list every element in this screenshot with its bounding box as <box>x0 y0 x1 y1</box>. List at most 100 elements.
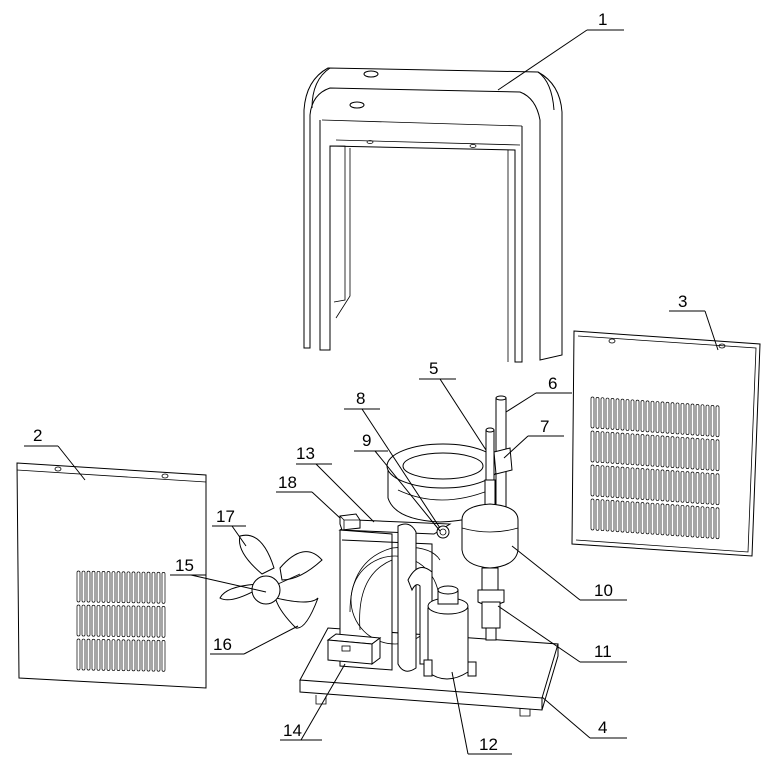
vent-slot <box>111 571 116 603</box>
vent-slot <box>600 499 605 532</box>
vent-slot <box>635 433 640 466</box>
vent-slot <box>600 465 605 498</box>
vent-slot <box>111 639 116 671</box>
vent-slot <box>131 639 136 672</box>
vent-slot <box>675 470 680 503</box>
vent-slot <box>610 398 615 430</box>
vent-slot <box>81 604 86 637</box>
vent-slot <box>685 437 690 469</box>
vent-slot <box>146 605 151 638</box>
left-panel-vent-grille <box>76 570 166 672</box>
vent-slot <box>615 500 620 533</box>
vent-slot <box>695 506 700 538</box>
vent-slot <box>670 436 675 468</box>
vent-slot <box>615 432 620 465</box>
vent-slot <box>655 401 660 433</box>
vent-slot <box>595 499 600 531</box>
vent-slot <box>680 470 685 503</box>
vent-slot <box>670 470 675 502</box>
vent-slot <box>650 468 655 501</box>
vent-slot <box>81 638 86 671</box>
part-pipe-fitting <box>436 525 450 539</box>
part-control-box <box>326 633 382 665</box>
vent-slot <box>81 570 86 603</box>
vent-slot <box>660 503 665 536</box>
vent-slot <box>635 467 640 500</box>
vent-slot <box>151 571 156 604</box>
part-right-side-panel <box>571 330 761 557</box>
vent-slot <box>665 469 670 502</box>
vent-slot <box>705 472 710 505</box>
vent-slot <box>136 639 141 672</box>
vent-slot <box>141 571 146 604</box>
vent-slot <box>86 638 91 671</box>
vent-slot <box>685 471 690 503</box>
label-1: 1 <box>598 10 607 29</box>
vent-slot <box>685 403 690 435</box>
label-5: 5 <box>429 359 438 378</box>
vent-slot <box>615 466 620 499</box>
vent-slot <box>675 402 680 435</box>
vent-slot <box>91 638 96 671</box>
vent-slot <box>625 433 630 465</box>
vent-slot <box>655 503 660 535</box>
vent-slot <box>131 571 136 604</box>
vent-slot <box>146 639 151 672</box>
vent-slot <box>665 503 670 536</box>
vent-slot <box>625 467 630 499</box>
label-4: 4 <box>598 718 607 737</box>
vent-slot <box>116 639 121 671</box>
vent-slot <box>620 500 625 533</box>
vent-slot <box>695 438 700 470</box>
vent-slot <box>131 605 136 638</box>
vent-slot <box>670 402 675 434</box>
vent-slot <box>635 399 640 432</box>
vent-slot <box>660 435 665 468</box>
vent-slot <box>645 400 650 433</box>
vent-slot <box>630 501 635 534</box>
vent-slot <box>680 436 685 469</box>
vent-slot <box>161 640 166 672</box>
vent-slot <box>690 471 695 504</box>
vent-slot <box>96 604 101 637</box>
vent-slot <box>630 433 635 466</box>
vent-slot <box>630 399 635 432</box>
vent-slot <box>620 466 625 499</box>
vent-slot <box>106 571 111 603</box>
part-accumulator <box>461 479 519 591</box>
label-17: 17 <box>216 507 235 526</box>
vent-slot <box>600 397 605 430</box>
label-2: 2 <box>33 426 42 445</box>
vent-slot <box>620 398 625 431</box>
vent-slot <box>705 506 710 539</box>
vent-slot <box>111 605 116 637</box>
vent-slot <box>136 571 141 604</box>
vent-slot <box>650 434 655 467</box>
label-7: 7 <box>540 417 549 436</box>
vent-slot <box>635 501 640 534</box>
vent-slot <box>101 571 106 603</box>
vent-slot <box>101 639 106 671</box>
label-10: 10 <box>594 581 613 600</box>
vent-slot <box>96 638 101 671</box>
vent-slot <box>121 571 126 604</box>
vent-slot <box>126 605 131 638</box>
vent-slot <box>615 398 620 431</box>
vent-slot <box>655 435 660 467</box>
vent-slot <box>605 499 610 532</box>
vent-slot <box>121 639 126 672</box>
vent-slot <box>605 465 610 498</box>
vent-slot <box>86 604 91 637</box>
vent-slot <box>630 467 635 500</box>
vent-slot <box>106 605 111 637</box>
vent-slot <box>610 466 615 498</box>
vent-slot <box>710 405 715 437</box>
vent-slot <box>645 434 650 467</box>
label-16: 16 <box>213 635 232 654</box>
part-compressor <box>423 585 477 680</box>
label-14: 14 <box>283 721 302 740</box>
vent-slot <box>146 571 151 604</box>
vent-slot <box>156 639 161 672</box>
vent-slot <box>161 606 166 638</box>
vent-slot <box>645 468 650 501</box>
